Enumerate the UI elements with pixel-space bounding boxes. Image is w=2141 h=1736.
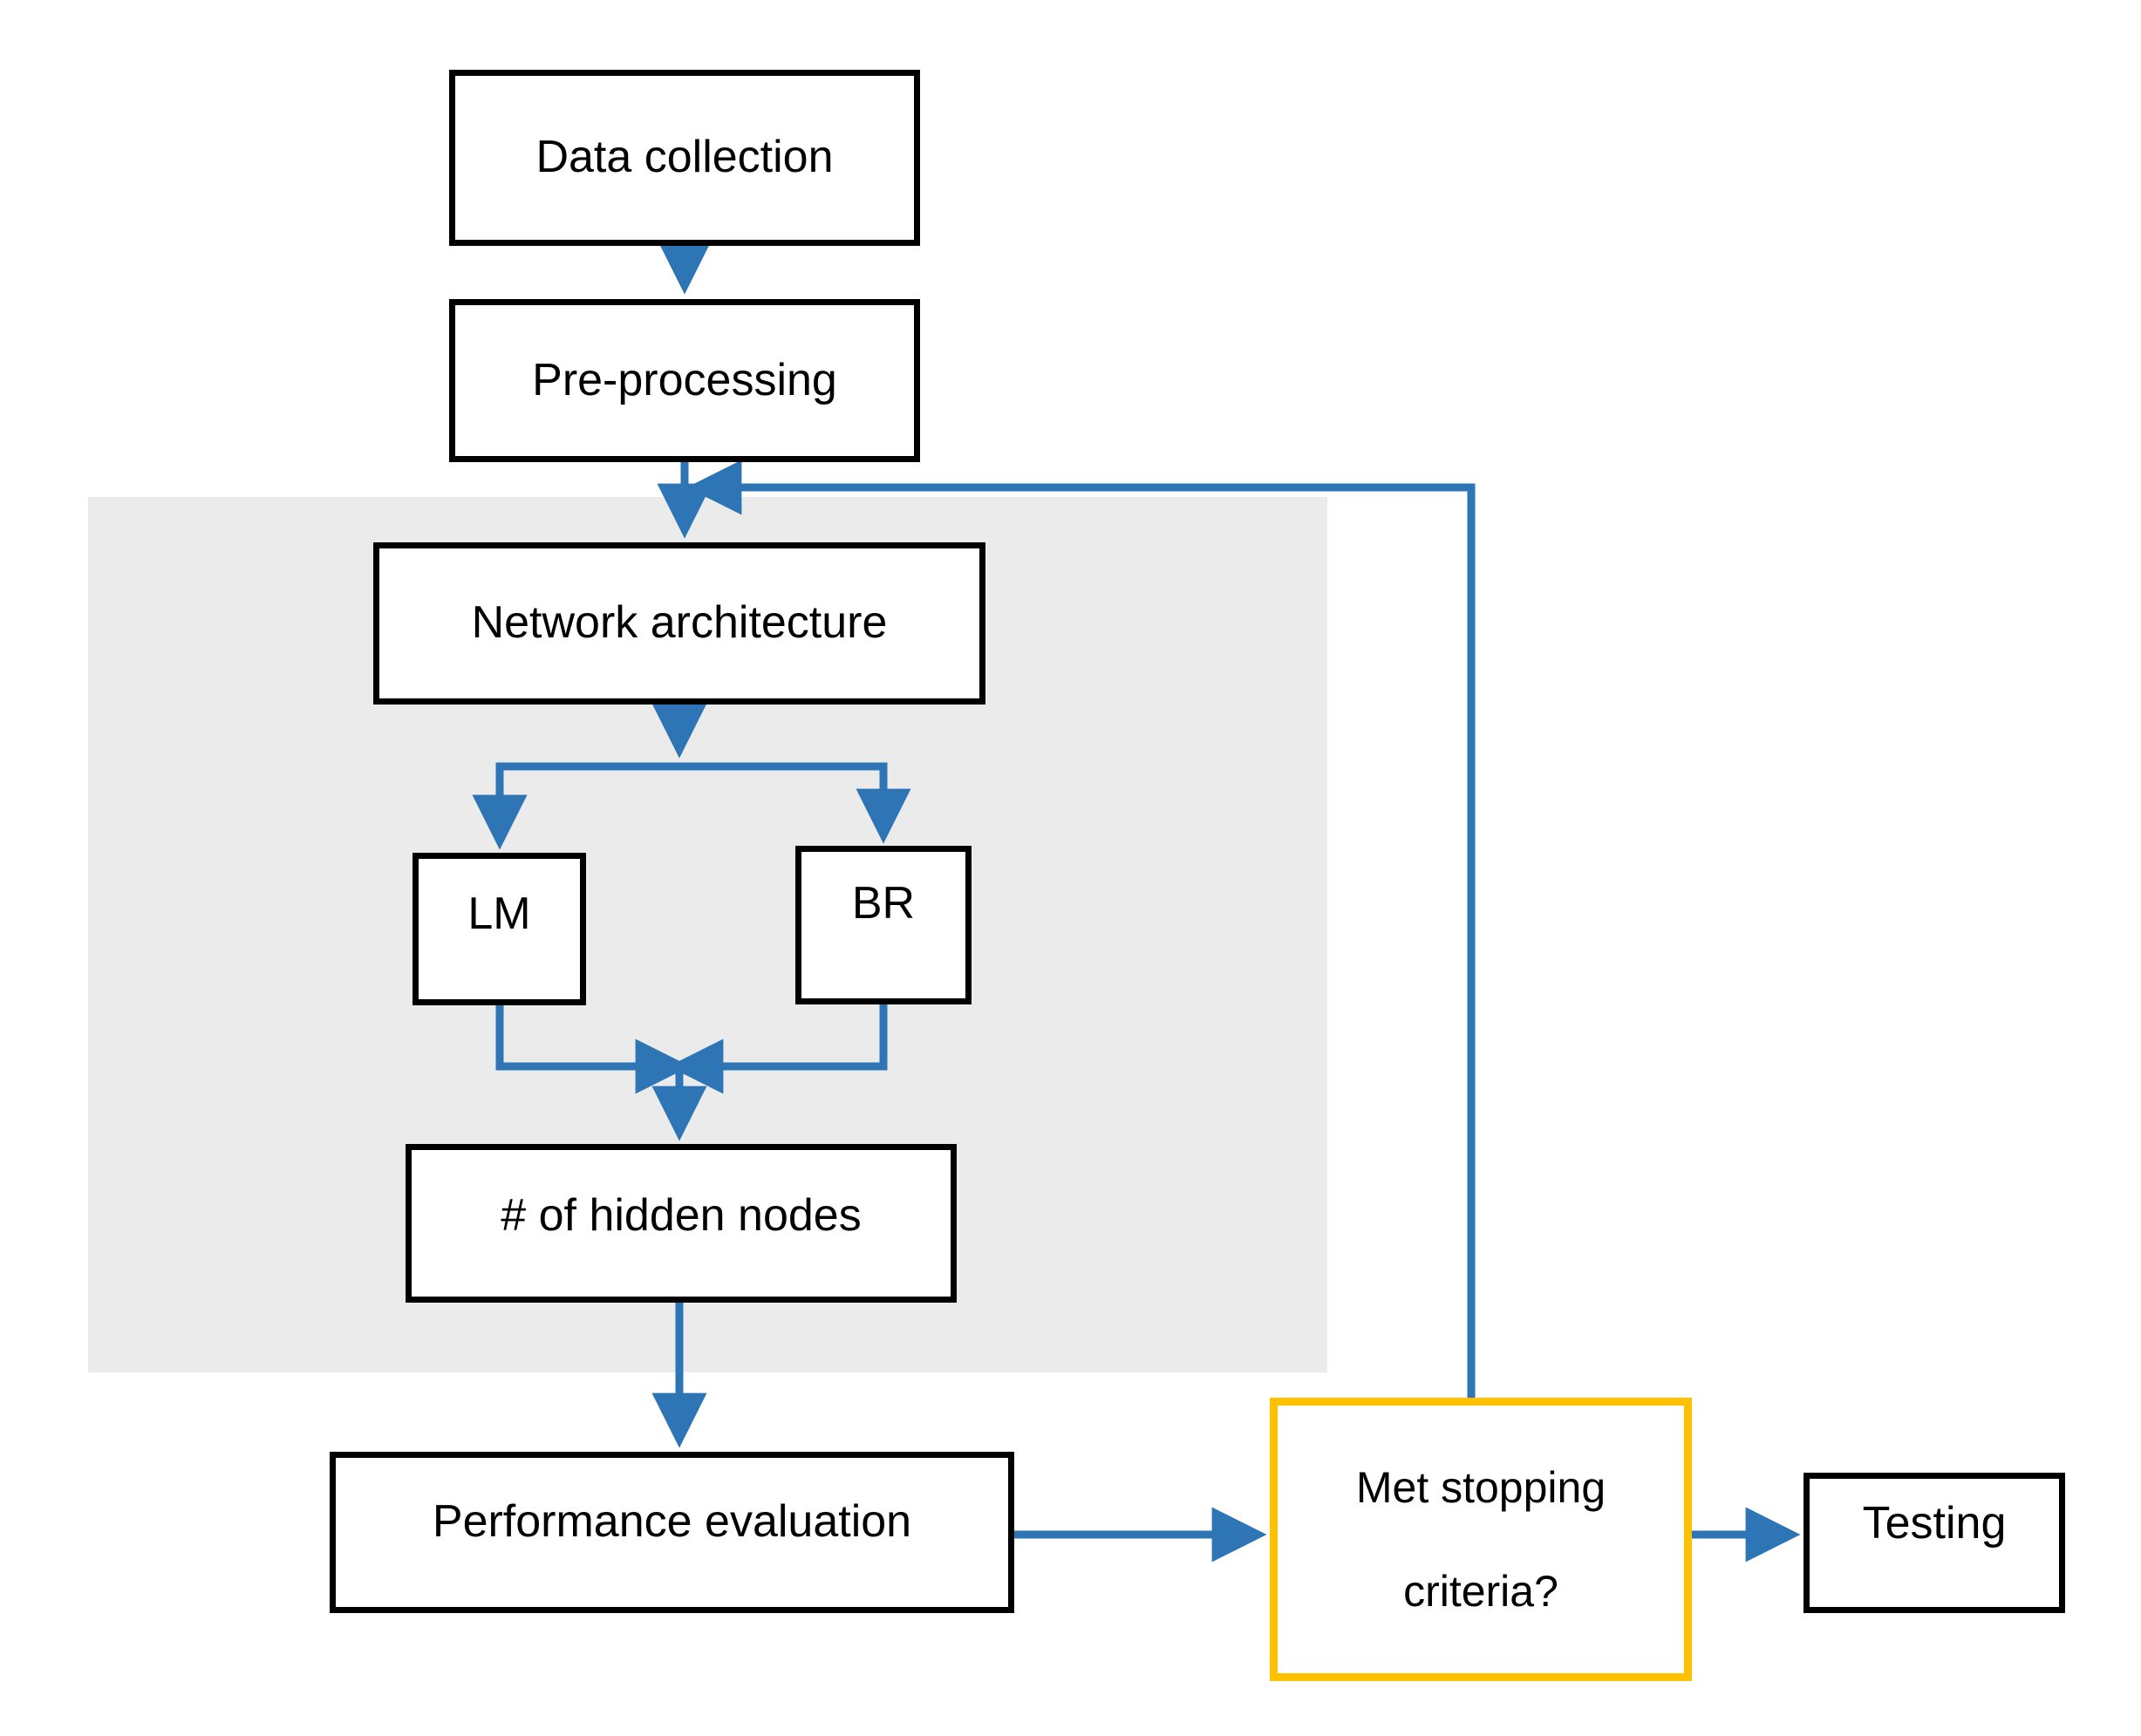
edge-split-to-br <box>679 762 911 844</box>
node-testing[interactable]: Testing <box>1803 1473 2065 1613</box>
node-label-line2: criteria? <box>1403 1566 1558 1616</box>
node-met-stopping-criteria[interactable]: Met stopping criteria? <box>1270 1398 1692 1681</box>
node-label: Network architecture <box>471 597 888 649</box>
node-label: BR <box>851 878 916 929</box>
node-data-collection[interactable]: Data collection <box>449 70 920 246</box>
node-label: Pre-processing <box>532 354 837 405</box>
edge-split-to-lm <box>472 762 679 850</box>
edge-br-to-merge <box>668 1004 888 1094</box>
node-br[interactable]: BR <box>795 846 972 1004</box>
node-network-architecture[interactable]: Network architecture <box>373 542 985 705</box>
node-hidden-nodes[interactable]: # of hidden nodes <box>406 1144 957 1303</box>
node-label: Performance evaluation <box>432 1496 912 1547</box>
node-label: Testing <box>1862 1498 2007 1549</box>
node-label: # of hidden nodes <box>501 1190 862 1241</box>
node-label-line1: Met stopping <box>1355 1463 1606 1512</box>
node-lm[interactable]: LM <box>413 853 586 1005</box>
node-performance-evaluation[interactable]: Performance evaluation <box>330 1452 1014 1613</box>
node-pre-processing[interactable]: Pre-processing <box>449 299 920 462</box>
node-label: Data collection <box>535 132 834 183</box>
edge-lm-to-merge <box>495 1005 691 1094</box>
edge-met-stopping-criteria-feedback-to-pre-processing <box>686 460 1476 1398</box>
node-label: LM <box>467 888 531 939</box>
